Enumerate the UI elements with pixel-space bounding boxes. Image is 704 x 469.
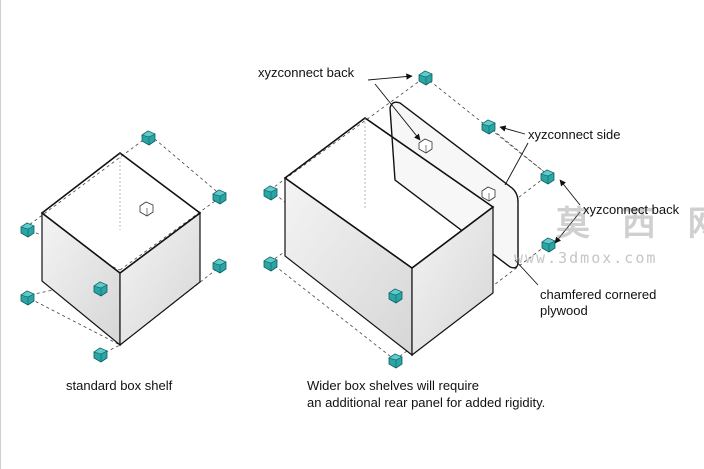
wide-left-panel	[284, 176, 413, 357]
connector-icon	[93, 347, 108, 363]
top-outline	[40, 151, 202, 275]
connector-outline-icon	[139, 201, 154, 217]
wide-box-shelf	[263, 70, 581, 369]
caption-standard-box-shelf: standard box shelf	[66, 378, 173, 393]
left-side-panel	[41, 211, 121, 347]
label-xyzconnect-side: xyzconnect side	[528, 127, 621, 142]
wide-top-outline	[283, 117, 495, 269]
wide-right-panel	[411, 205, 494, 357]
connector-icon	[20, 290, 35, 306]
caption-wider-line2: an additional rear panel for added rigid…	[307, 395, 546, 410]
watermark-url: www.3dmox.com	[514, 249, 658, 267]
connector-icon	[418, 70, 433, 86]
label-chamfered-line2: plywood	[540, 303, 588, 318]
right-side-panel	[119, 211, 201, 347]
label-chamfered-line1: chamfered cornered	[540, 287, 657, 302]
watermark-chinese: 莫 西 网	[556, 204, 704, 244]
connector-icon	[263, 256, 278, 272]
connector-icon	[20, 222, 35, 238]
connector-icon	[388, 353, 403, 369]
connector-icon	[540, 169, 555, 185]
connector-icon	[263, 185, 278, 201]
caption-wider-line1: Wider box shelves will require	[307, 378, 479, 393]
connector-icon	[212, 189, 227, 205]
connector-icon	[141, 130, 156, 146]
label-xyzconnect-back-right: xyzconnect back	[583, 202, 680, 217]
label-xyzconnect-back-top: xyzconnect back	[258, 65, 355, 80]
connector-icon	[481, 119, 496, 135]
standard-box-shelf	[20, 130, 227, 363]
